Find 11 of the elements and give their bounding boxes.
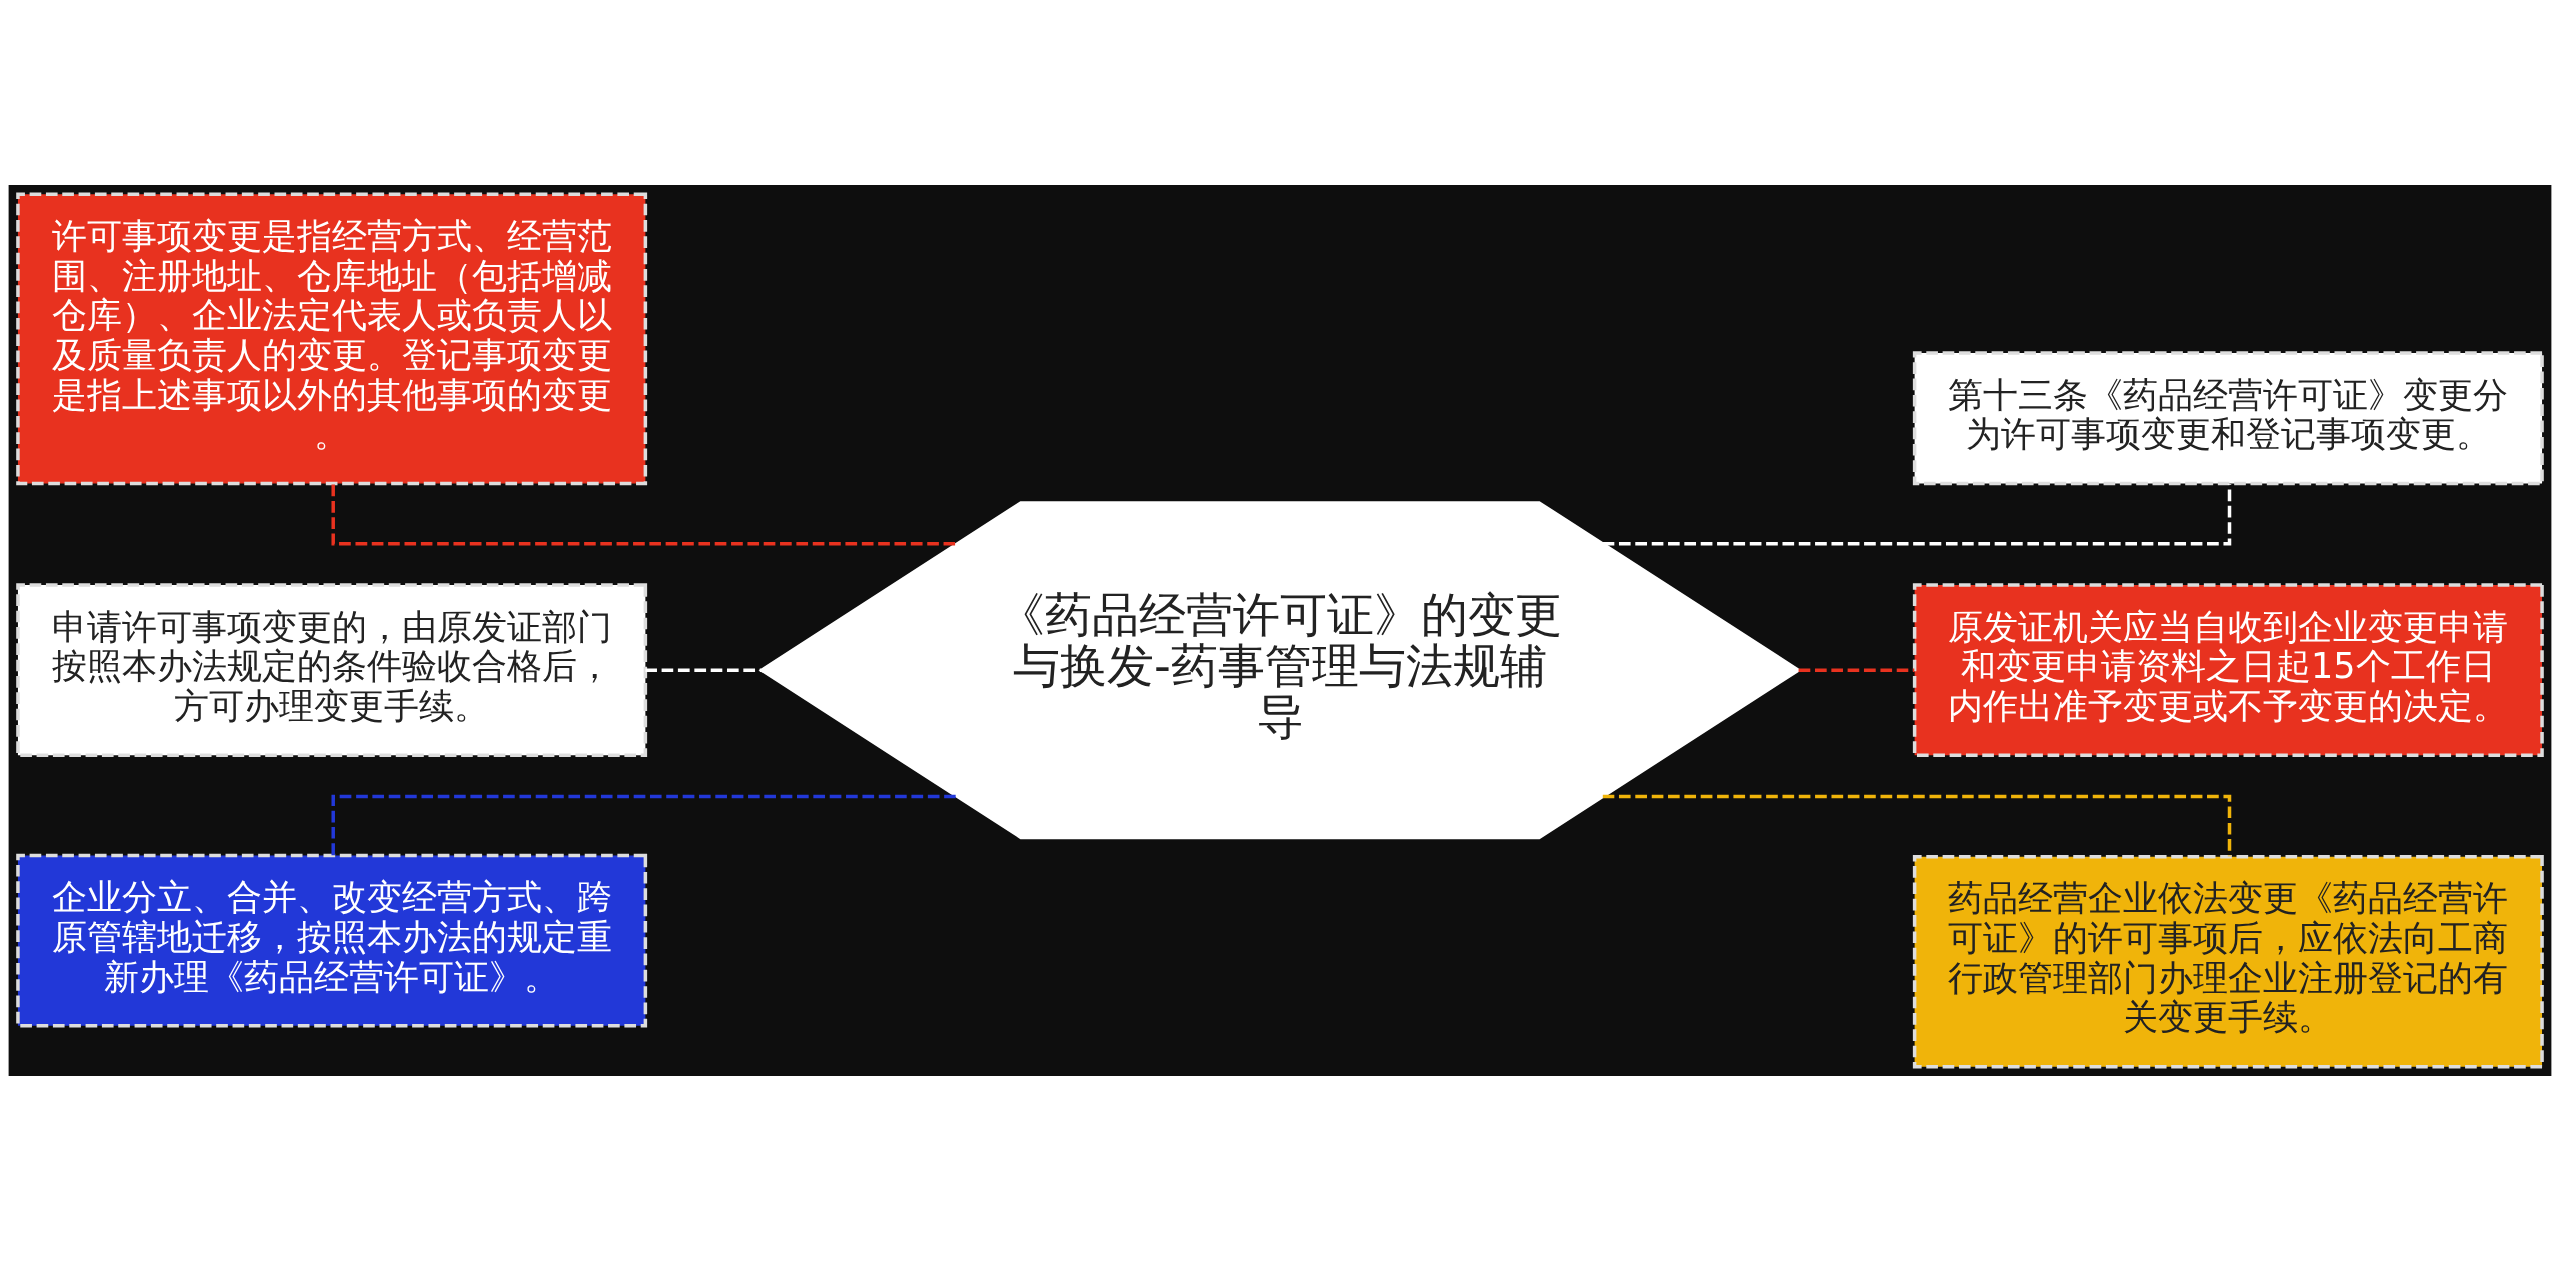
node-box: 许可事项变更是指经营方式、经营范围、注册地址、仓库地址（包括增减仓库）、企业法定代表人或负责人以及质量负责人的变更。登记事项变更是指上述事项以外的其他事项的变更。 [16, 192, 648, 486]
node-box: 药品经营企业依法变更《药品经营许可证》的许可事项后，应依法向工商行政管理部门办理企业注册登记的有关变更手续。 [1912, 855, 2544, 1069]
node-box: 企业分立、合并、改变经营方式、跨原管辖地迁移，按照本办法的规定重新办理《药品经营许可证》。 [16, 853, 648, 1028]
connector [1798, 668, 1915, 672]
connector [1602, 483, 2232, 546]
connector [645, 668, 762, 672]
node-box: 申请许可事项变更的，由原发证部门按照本办法规定的条件验收合格后，方可办理变更手续。 [16, 583, 648, 758]
connector [331, 794, 958, 856]
node-box: 原发证机关应当自收到企业变更申请和变更申请资料之日起15个工作日内作出准予变更或不予变更的决定。 [1912, 583, 2544, 758]
connector [331, 484, 958, 546]
node-box: 第十三条《药品经营许可证》变更分为许可事项变更和登记事项变更。 [1912, 351, 2544, 486]
